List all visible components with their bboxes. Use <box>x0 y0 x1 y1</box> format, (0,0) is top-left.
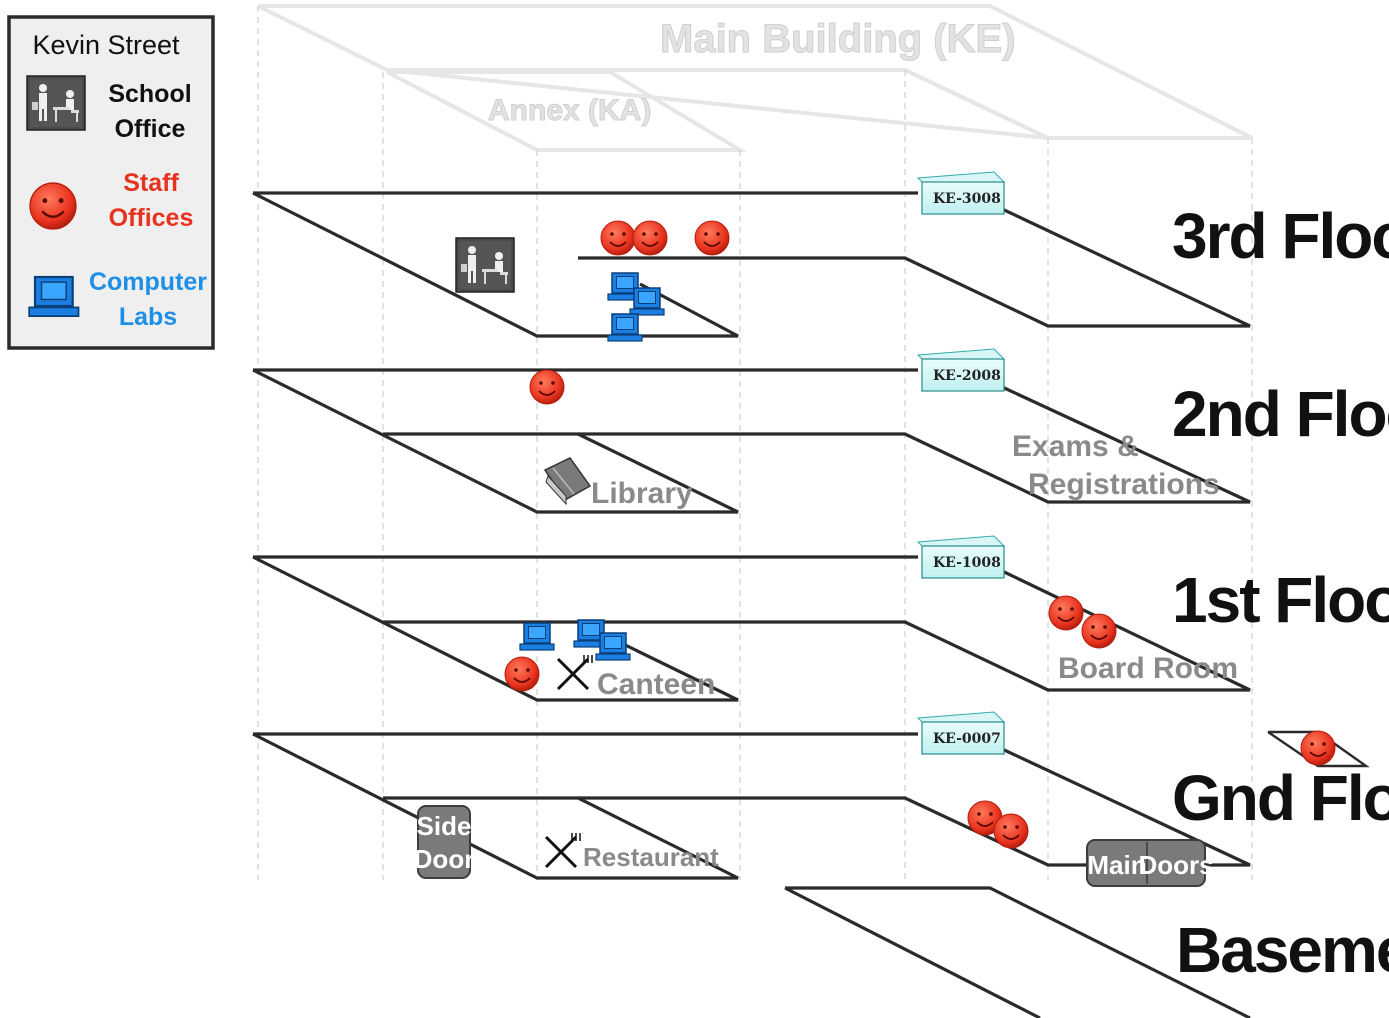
legend-labs-line1: Computer <box>89 268 207 296</box>
restaurant-label: Restaurant <box>583 842 719 872</box>
cutlery-icon <box>556 653 594 691</box>
main-building-title: Main Building (KE) <box>660 17 1016 61</box>
room-code-ke1008: KE-1008 <box>933 555 1001 571</box>
building-outlines <box>257 3 1253 880</box>
board-room-label: Board Room <box>1058 652 1238 685</box>
staff-office-icon <box>529 369 565 405</box>
legend-staff-line2: Offices <box>109 204 194 232</box>
computer-lab-icon <box>519 622 555 651</box>
annex-building-title: Annex (KA) <box>488 94 651 127</box>
room-box-ke1008: KE-1008 <box>916 535 1006 579</box>
basement-label: Basement <box>1176 914 1389 986</box>
staff-office-icon <box>632 220 668 256</box>
third-floor-label: 3rd Floor <box>1172 200 1389 272</box>
legend-labs-line2: Labs <box>119 303 177 331</box>
smiley-face-icon <box>28 181 78 231</box>
staff-office-icon <box>694 220 730 256</box>
canteen-label: Canteen <box>597 668 715 701</box>
first-floor-plane <box>252 555 1251 702</box>
legend-box: Kevin Street School Office Staff Offices… <box>7 15 215 350</box>
room-code-ke2008: KE-2008 <box>933 368 1001 384</box>
room-box-ke2008: KE-2008 <box>916 348 1006 392</box>
basement-plane <box>784 886 1251 1018</box>
legend-school-office-line1: School <box>108 80 191 108</box>
staff-office-icon <box>1300 730 1336 766</box>
school-office-icon <box>26 75 86 131</box>
room-box-ke0007: KE-0007 <box>916 711 1006 755</box>
staff-office-icon <box>504 656 540 692</box>
legend-staff-line1: Staff <box>123 169 179 197</box>
room-code-ke3008: KE-3008 <box>933 191 1001 207</box>
computer-icon <box>28 275 80 318</box>
computer-lab-icon <box>607 313 643 342</box>
computer-lab-icon <box>629 287 665 316</box>
cutlery-icon <box>544 831 582 869</box>
side-door-label-line1: Side <box>417 811 472 841</box>
side-door-label-line2: Door <box>414 844 475 874</box>
legend-title: Kevin Street <box>32 30 180 60</box>
room-code-ke0007: KE-0007 <box>933 731 1001 747</box>
third-floor-plane <box>252 191 1251 338</box>
staff-office-icon <box>1048 595 1084 631</box>
second-floor-plane <box>252 368 1251 514</box>
exams-label-line1: Exams & <box>1012 430 1139 463</box>
staff-office-icon <box>600 220 636 256</box>
main-doors-label-left: Main <box>1087 850 1146 880</box>
legend-school-office-line2: Office <box>115 115 186 143</box>
staff-office-icon <box>993 813 1029 849</box>
school-office-icon <box>455 237 515 293</box>
book-icon <box>543 457 592 506</box>
staff-office-icon <box>1081 613 1117 649</box>
side-door-badge: Side Door <box>414 805 475 879</box>
main-doors-label-right: Doors <box>1138 850 1213 880</box>
exams-label-line2: Registrations <box>1028 468 1220 501</box>
second-floor-label: 2nd Floor <box>1172 378 1389 450</box>
first-floor-label: 1st Floor <box>1172 564 1389 636</box>
ground-floor-label: Gnd Floor <box>1172 762 1389 834</box>
room-box-ke3008: KE-3008 <box>916 171 1006 215</box>
library-label: Library <box>591 477 693 510</box>
main-doors-badge: Main Doors <box>1086 839 1214 887</box>
computer-lab-icon <box>595 632 631 661</box>
